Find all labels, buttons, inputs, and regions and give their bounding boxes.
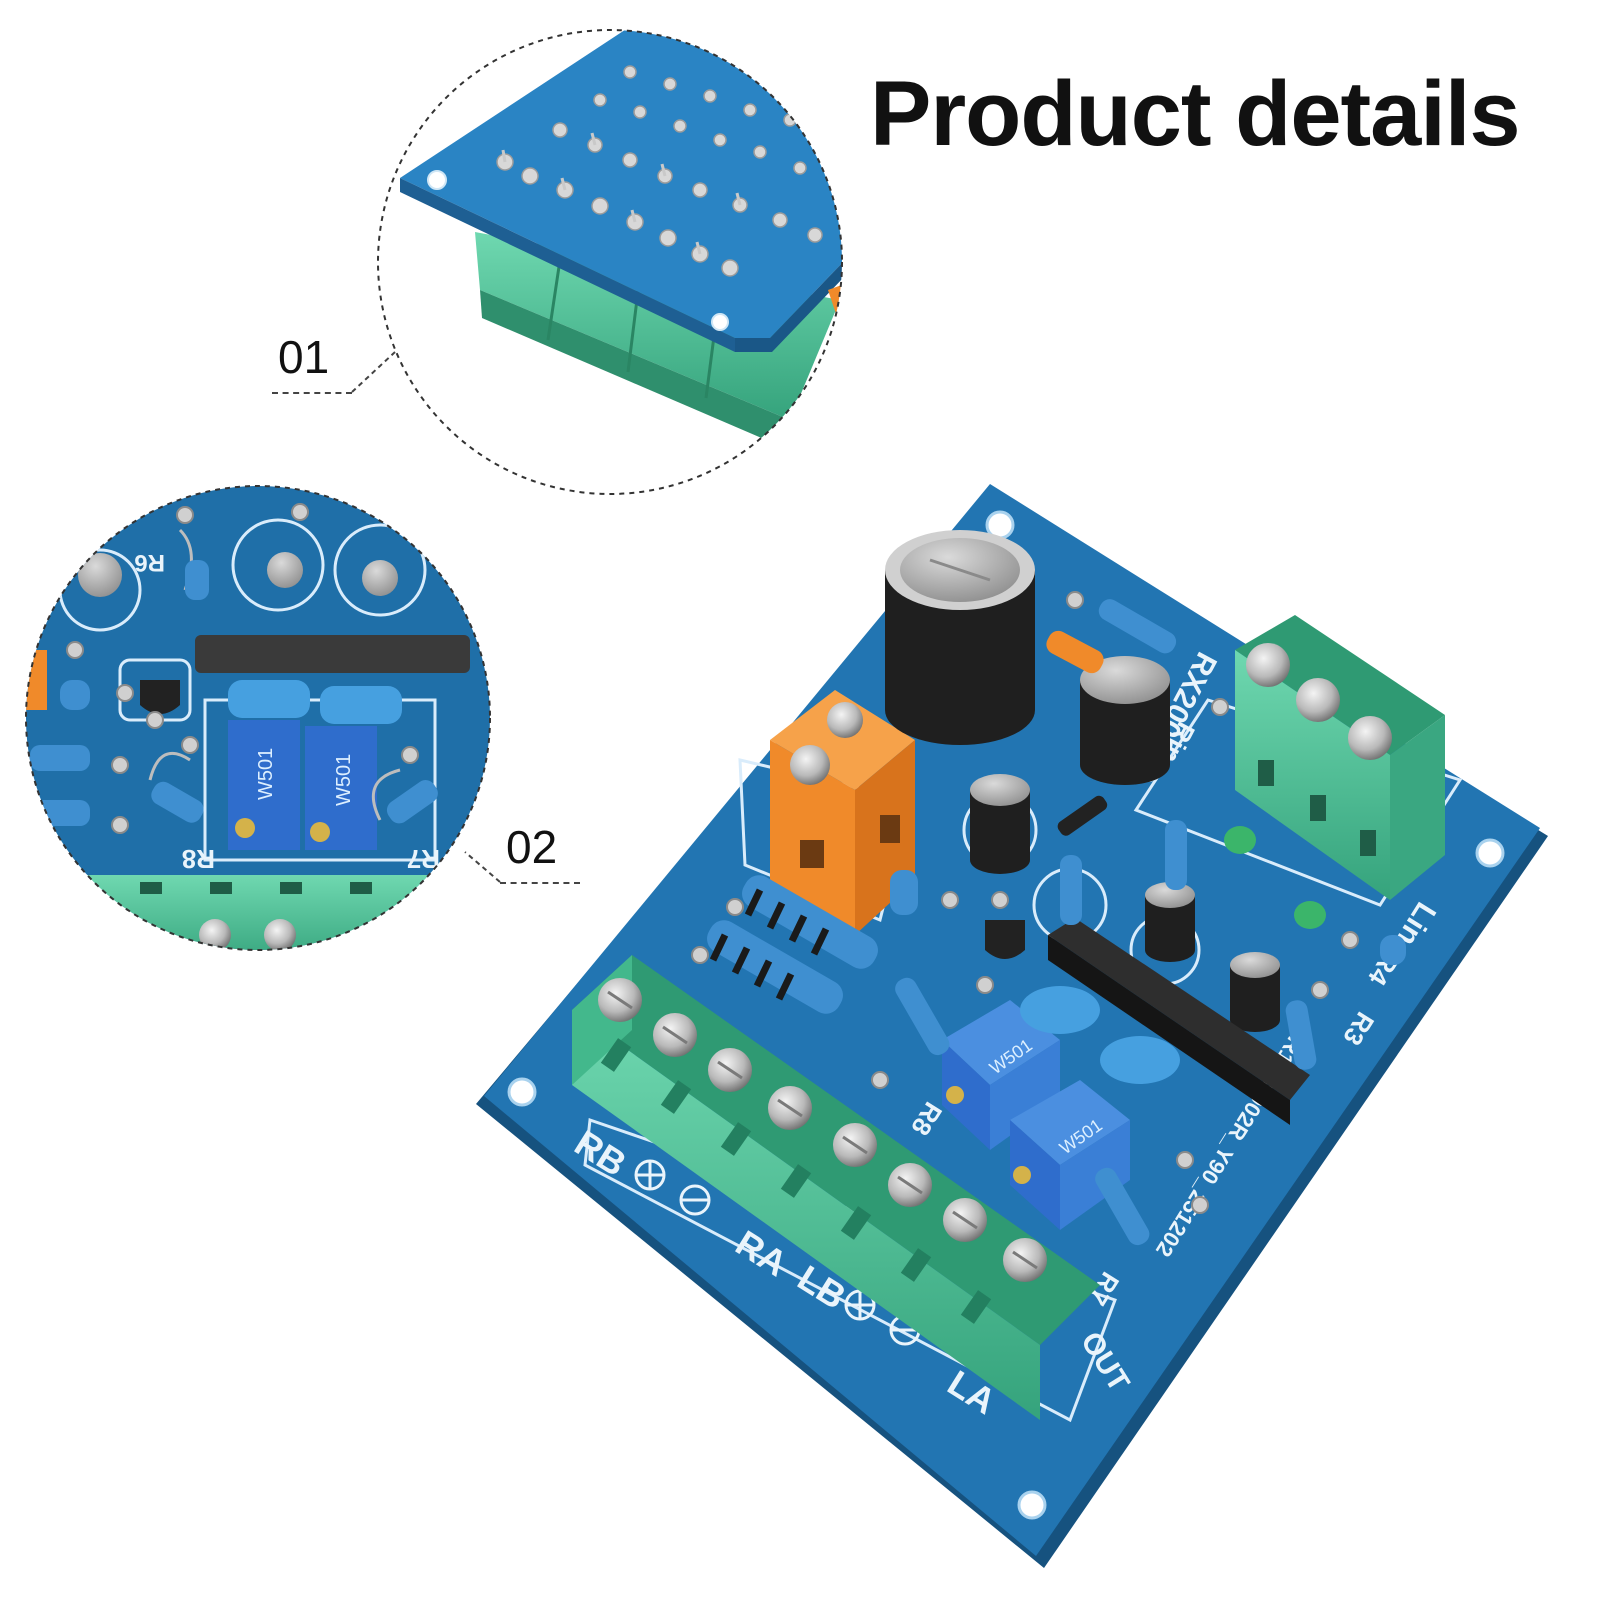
electrolytic-capacitor-large <box>885 530 1035 745</box>
callout-underline-02 <box>500 882 580 884</box>
detail-view-trimmers: W501 W501 <box>26 486 490 950</box>
input-terminal-block <box>1235 615 1445 900</box>
sensor-bar <box>195 635 470 673</box>
detail-circle-01 <box>377 29 843 495</box>
callout-label-02: 02 <box>506 821 558 873</box>
vu-meter-driver-board: RX200222 R1038902R_Y90_251202 OUT Lin Ri… <box>476 484 1548 1568</box>
trimmer-potentiometer-2: W501 <box>305 726 377 850</box>
solder-pads <box>691 591 1359 1214</box>
detail-circle-02 <box>25 485 491 951</box>
electrolytic-capacitors-small <box>970 774 1280 1032</box>
output-terminal-block <box>572 955 1100 1420</box>
trimmer-potentiometer-1: W501 <box>228 720 300 850</box>
capacitor-blue-1 <box>228 680 310 718</box>
detail-view-board-underside <box>378 30 842 494</box>
power-resistors <box>707 875 878 1014</box>
diode-orange <box>1046 630 1104 674</box>
capacitor-blue-2 <box>320 686 402 724</box>
trimmer-potentiometer-2: W501 <box>1010 1080 1130 1230</box>
sensor-bar <box>1048 918 1310 1100</box>
transistor <box>985 920 1025 959</box>
callout-leader-02 <box>464 851 501 883</box>
capacitor-blue-1 <box>1020 986 1100 1034</box>
small-resistors <box>890 599 1406 1246</box>
electrolytic-capacitor-medium <box>1080 656 1170 785</box>
capacitor-blue-2 <box>1100 1036 1180 1084</box>
svg-text:W501: W501 <box>255 748 277 800</box>
svg-text:R6: R6 <box>134 549 165 576</box>
page-title: Product details <box>870 63 1521 165</box>
solder-joints <box>496 65 823 277</box>
svg-text:W501: W501 <box>333 754 355 806</box>
callout-label-01: 01 <box>278 331 330 383</box>
svg-text:R8: R8 <box>182 844 215 874</box>
callout-leader-01 <box>351 351 396 393</box>
diode-black <box>1057 795 1108 836</box>
callout-underline-01 <box>272 392 352 394</box>
